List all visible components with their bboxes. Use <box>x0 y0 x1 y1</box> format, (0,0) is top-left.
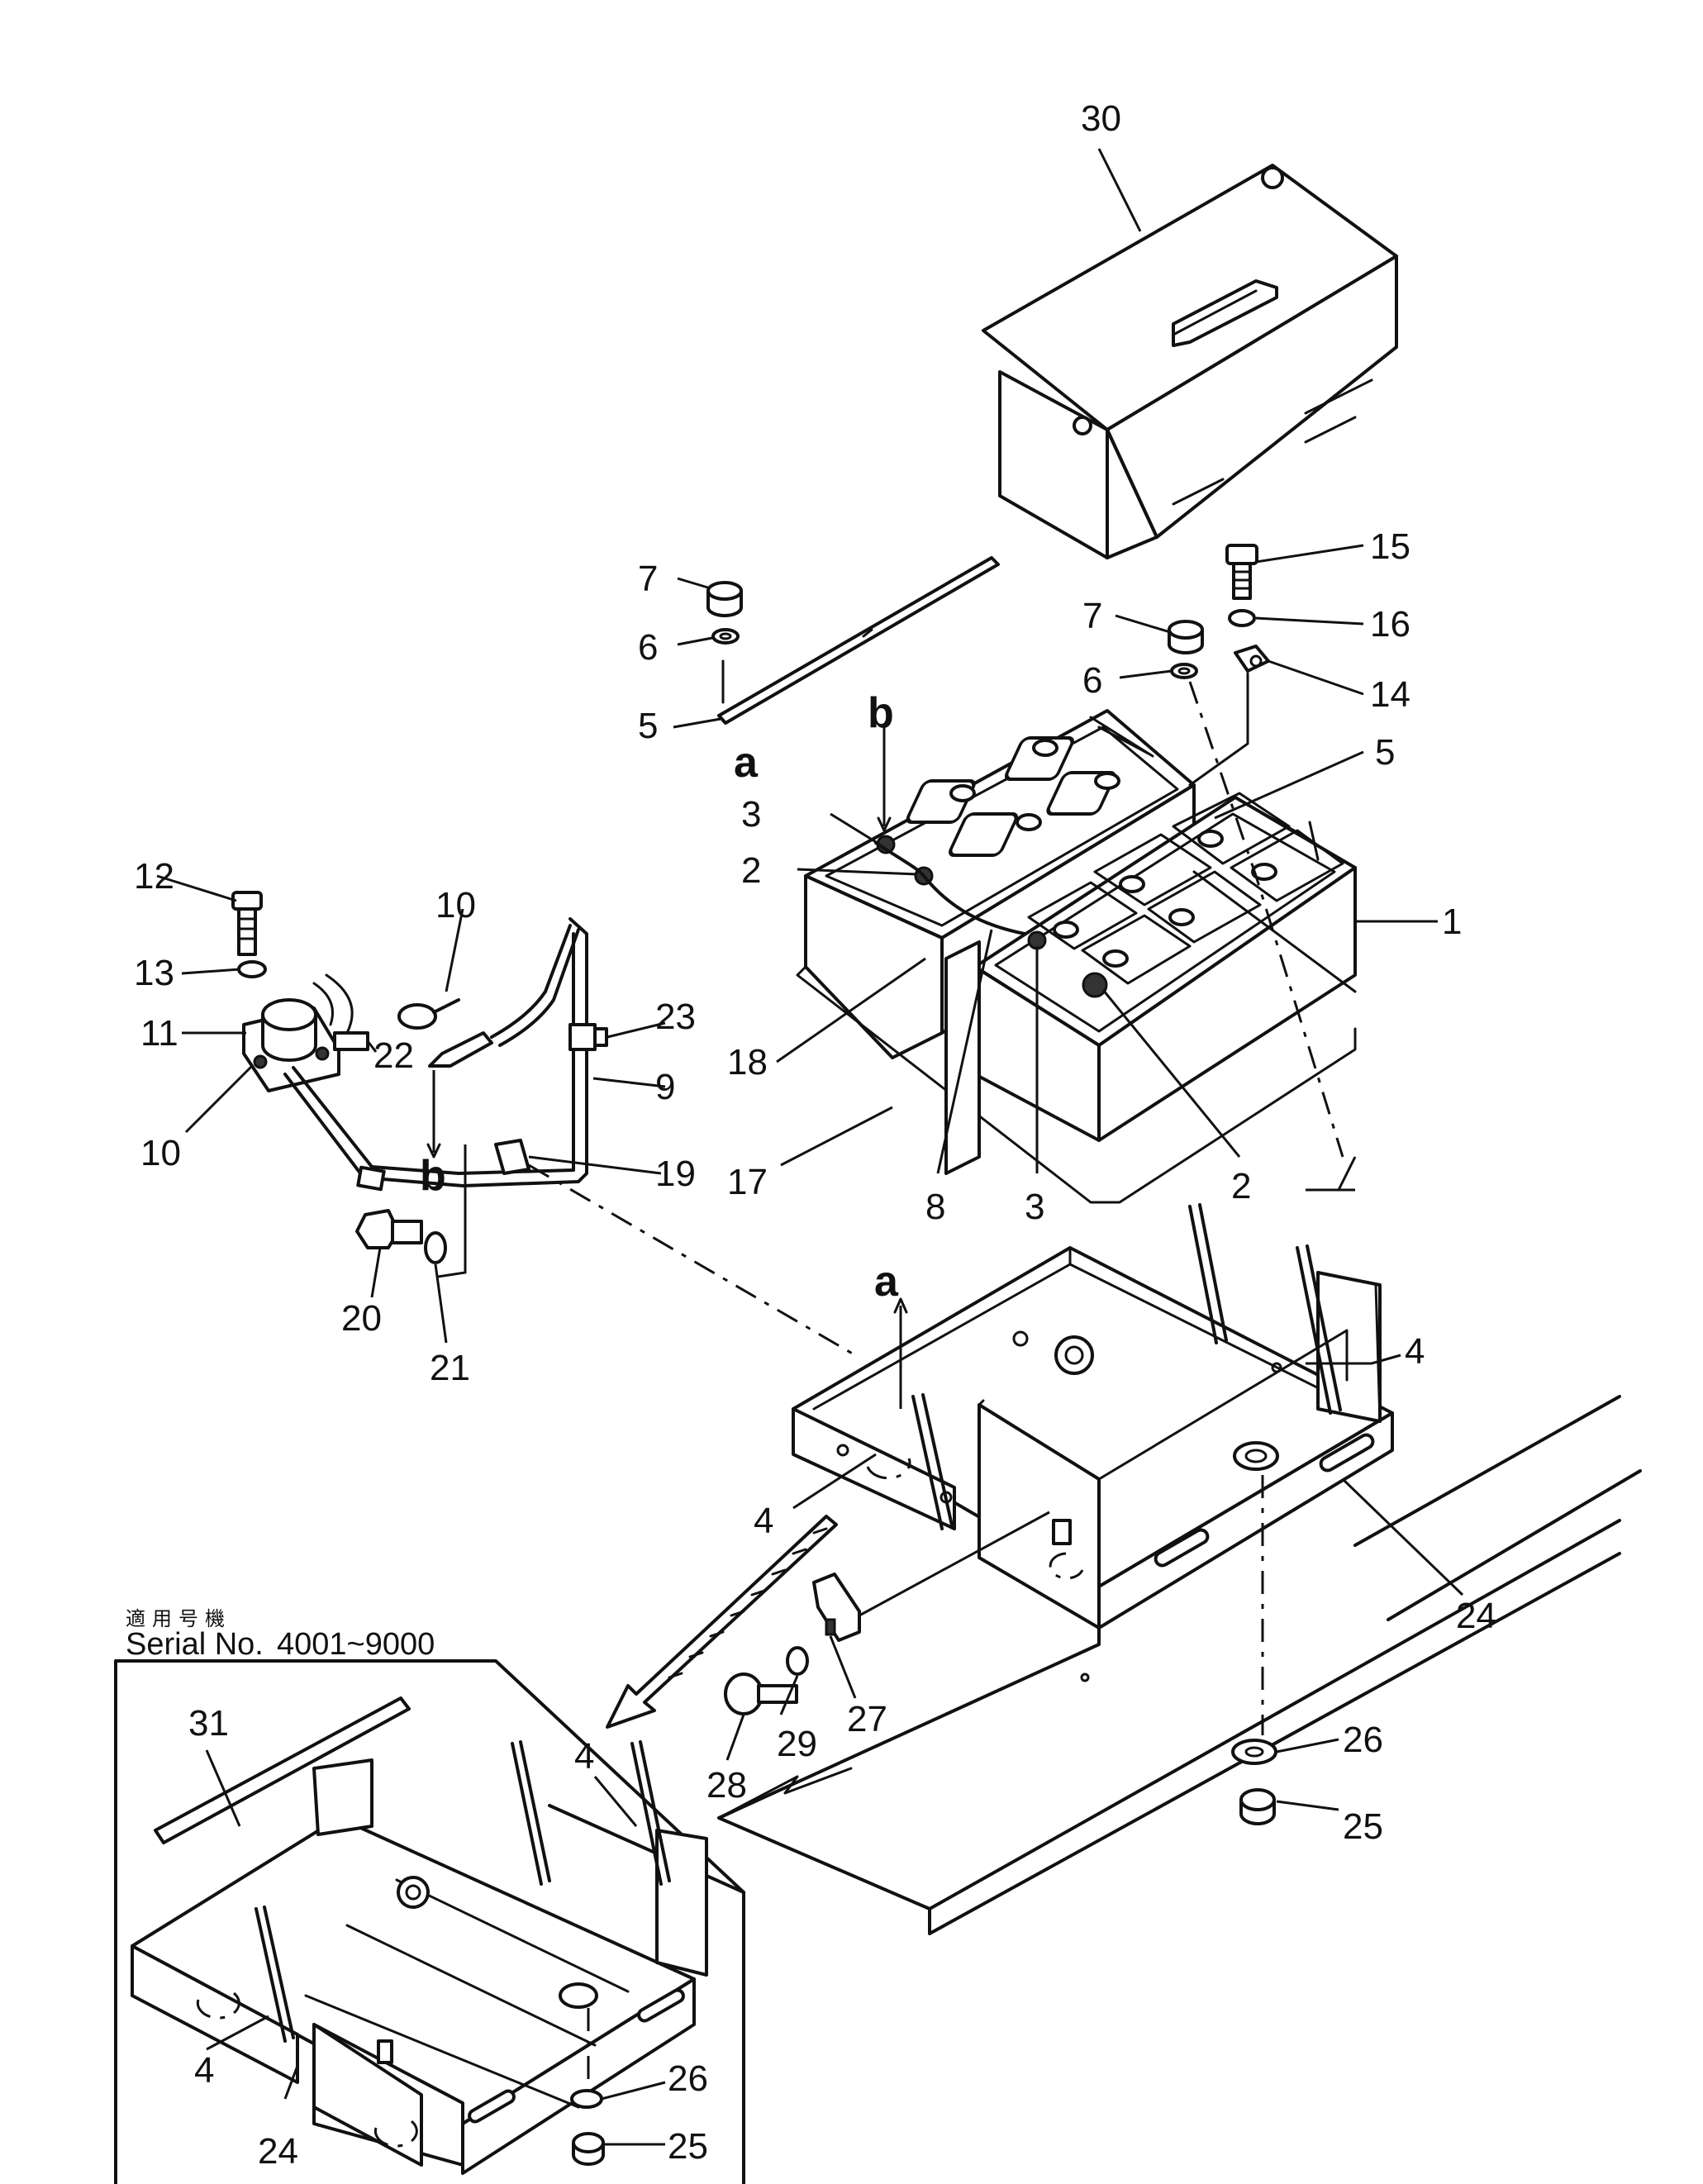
ref-b-top: b <box>868 689 894 737</box>
callout-19: 19 <box>655 1154 696 1194</box>
callout-23: 23 <box>655 997 696 1037</box>
relay-cable-9 <box>283 917 588 1192</box>
callout-21: 21 <box>430 1348 470 1388</box>
callout-24-inset: 24 <box>258 2131 298 2172</box>
callout-5-left: 5 <box>638 706 658 746</box>
battery-pad <box>796 870 1357 1204</box>
callout-4-left: 4 <box>754 1501 773 1541</box>
battery-relay <box>242 973 369 1092</box>
callout-8: 8 <box>925 1187 945 1227</box>
arrow-b2 <box>877 816 892 832</box>
callout-2-right: 2 <box>1231 1166 1251 1206</box>
connector-27 <box>812 1511 1050 1642</box>
floor-frame <box>717 1395 1642 1935</box>
callout-15: 15 <box>1370 526 1410 567</box>
callout-10-top: 10 <box>435 885 476 925</box>
arrow-a <box>893 1297 908 1314</box>
leader-lines <box>156 148 1464 2146</box>
callout-17: 17 <box>727 1162 768 1202</box>
relay-bolt-12 <box>231 891 263 956</box>
nut-left <box>706 581 743 617</box>
callout-25-inset: 25 <box>668 2126 708 2167</box>
clamp-19 <box>437 1139 530 1278</box>
relay-washer-13 <box>237 960 267 978</box>
callout-7-right: 7 <box>1082 596 1102 636</box>
callout-12: 12 <box>134 856 174 897</box>
hold-down-bar <box>717 556 1000 725</box>
callout-4-inset-right: 4 <box>574 1736 594 1777</box>
callout-22: 22 <box>373 1035 414 1076</box>
callout-labels: 30 15 16 14 5 1 2 3 8 18 17 7 6 5 7 6 3 … <box>134 98 1496 1847</box>
callout-9: 9 <box>655 1067 675 1107</box>
chain-line-3 <box>528 1163 856 1357</box>
j-bolts <box>911 1203 1342 1530</box>
nut-right <box>1168 620 1204 654</box>
callout-3-bottom: 3 <box>1025 1187 1044 1227</box>
cable-14 <box>1188 672 1249 787</box>
ref-a-tray: a <box>874 1258 899 1306</box>
callout-28: 28 <box>706 1765 747 1806</box>
chain-line-1 <box>1188 681 1344 1158</box>
battery-right-cells <box>1027 792 1344 985</box>
callout-26-main: 26 <box>1343 1720 1383 1760</box>
callout-7-left: 7 <box>638 559 658 599</box>
applicable-serial-label-jp: 適用号機 <box>126 1608 231 1630</box>
callout-10-left: 10 <box>140 1133 181 1173</box>
clamp-23 <box>568 1023 608 1051</box>
callout-31: 31 <box>188 1703 229 1744</box>
callout-29: 29 <box>777 1724 817 1764</box>
callout-24-main: 24 <box>1456 1596 1496 1636</box>
callout-13: 13 <box>134 953 174 993</box>
arrow-b <box>426 1143 441 1159</box>
bolt-20 <box>355 1209 423 1249</box>
washer-26-main <box>1231 1739 1277 1765</box>
serial-number-label: Serial No. <box>126 1627 264 1662</box>
washer-16 <box>1228 609 1256 627</box>
callout-3-top: 3 <box>741 794 761 835</box>
inset-labels: 適用号機 Serial No. 4001~9000 31 4 4 24 26 2… <box>126 1608 708 2172</box>
callout-5-right: 5 <box>1375 732 1395 773</box>
callout-16: 16 <box>1370 604 1410 645</box>
battery-left-cells <box>906 736 1120 857</box>
callout-2-left: 2 <box>741 850 761 891</box>
washer-21 <box>424 1231 447 1264</box>
callout-25-main: 25 <box>1343 1806 1383 1847</box>
callout-18: 18 <box>727 1042 768 1082</box>
nut-25-main <box>1239 1788 1276 1825</box>
bolt-28 <box>724 1672 798 1715</box>
callout-20: 20 <box>341 1298 382 1339</box>
guide-line-tray <box>1306 1156 1357 1192</box>
callout-4-right: 4 <box>1405 1331 1425 1372</box>
direction-arrow <box>606 1515 838 1729</box>
relay-cable-10 <box>397 924 580 1068</box>
callout-14: 14 <box>1370 674 1410 715</box>
tray-slots <box>1154 1433 1375 1568</box>
inset-panel <box>114 1659 745 2184</box>
callout-27: 27 <box>847 1699 887 1739</box>
bolt-15 <box>1225 544 1258 600</box>
ref-b-relay: b <box>420 1152 446 1200</box>
callout-6-right: 6 <box>1082 660 1102 701</box>
callout-26-inset: 26 <box>668 2058 708 2099</box>
callout-6-left: 6 <box>638 627 658 668</box>
callout-11: 11 <box>140 1013 178 1054</box>
clamp-14 <box>1234 645 1270 673</box>
ref-a-top: a <box>734 739 759 787</box>
washer-right <box>1170 663 1198 679</box>
washer-29 <box>786 1646 809 1676</box>
callout-1: 1 <box>1442 902 1462 942</box>
washer-left <box>711 628 740 645</box>
battery-cover <box>982 164 1398 559</box>
callout-4-inset-left: 4 <box>194 2050 214 2091</box>
battery-terminals <box>874 835 1108 998</box>
callout-30: 30 <box>1081 98 1121 139</box>
serial-number-range: 4001~9000 <box>277 1627 435 1662</box>
